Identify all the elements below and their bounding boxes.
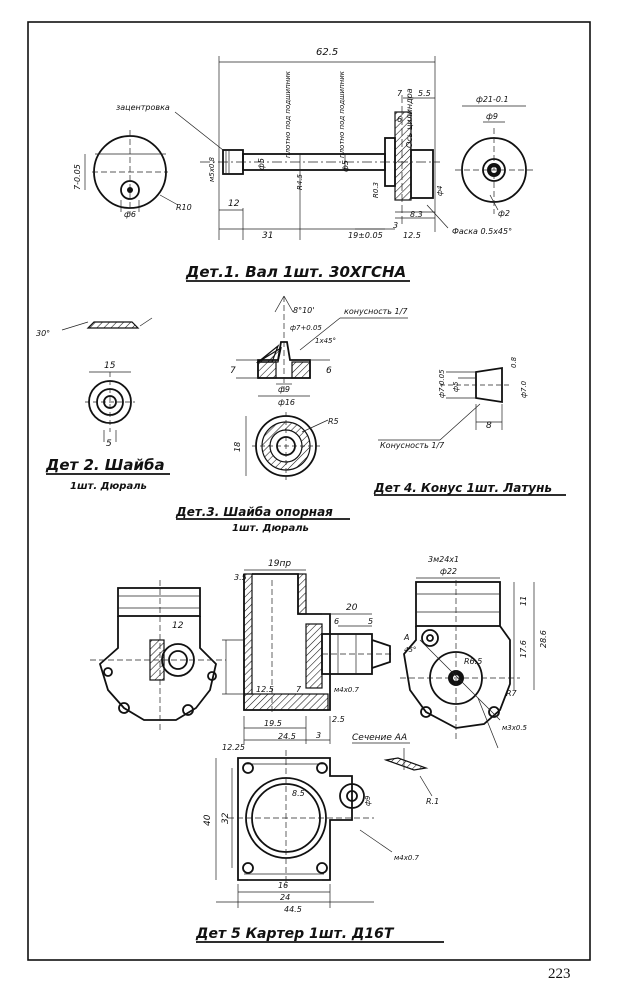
det5-dim-m3: м3x0.5	[502, 724, 528, 732]
det5-dim-3: 3	[316, 731, 321, 740]
det5-dim-19-5: 19.5	[264, 719, 282, 728]
det1-dim-r03: R0.3	[372, 182, 380, 198]
det5-dim-12: 12	[172, 621, 184, 631]
det1-chamfer: Фаска 0.5x45°	[452, 227, 512, 236]
det5-dim-m24: 3м24x1	[428, 555, 459, 564]
det1-dim-thread: м5x0.8	[208, 156, 216, 182]
det5-dim-r7: R7	[506, 689, 518, 698]
det1-dim-9: ф9	[486, 112, 498, 121]
det5-dim-28-6: 28.6	[539, 630, 548, 648]
det5-dim-24: 24	[280, 893, 290, 902]
det2-washer-group: 30° 15 5 Дет 2. Шайба 1шт. Дюраль	[36, 317, 170, 492]
det1-dim-8-3: 8.3	[410, 210, 423, 219]
det5-dim-20: 20	[346, 603, 358, 613]
drawing-frame	[27, 21, 591, 961]
det5-dim-r6-5: R6.5	[464, 657, 482, 666]
det5-dim-m4: м4x0.7	[334, 686, 360, 694]
det1-axis-note: Ось цилиндра	[405, 88, 414, 148]
det1-bearing-note-1: плотно под подшипник	[284, 70, 292, 158]
det3-dim-7top: ф7+0.05	[290, 324, 322, 332]
det1-bearing-note-2: плотно под подшипник	[338, 70, 346, 158]
det3-subcaption: 1шт. Дюраль	[232, 523, 309, 534]
det3-dim-16: ф16	[278, 398, 295, 407]
det5-dim-m4b: м4x0.7	[394, 854, 420, 862]
det1-dim-r10: R10	[176, 203, 192, 212]
det5-dim-24-5: 24.5	[278, 732, 296, 741]
det1-dim-12-5: 12.5	[403, 231, 421, 240]
det4-caption: Дет 4. Конус 1шт. Латунь	[373, 481, 552, 495]
det4-dim-8: 8	[486, 421, 492, 431]
det1-caption: Дет.1. Вал 1шт. 30ХГСНА	[185, 263, 406, 281]
det5-section-mark-a: А	[403, 633, 409, 642]
det5-dim-45: 45°	[404, 646, 416, 654]
det5-dim-5: 5	[368, 617, 373, 626]
det5-dim-40: 40	[203, 814, 213, 826]
det3-dim-9: ф9	[278, 385, 290, 394]
det2-dim-15: 15	[104, 361, 116, 371]
det5-dim-9: ф9	[364, 795, 372, 806]
det1-dim-3: 3	[393, 221, 398, 230]
det1-center-note: зацентровка	[116, 103, 170, 112]
det3-dim-7: 7	[230, 366, 236, 376]
page-number: 223	[548, 966, 571, 982]
det1-dim-21: ф21-0.1	[476, 95, 509, 104]
det3-caption: Дет.3. Шайба опорная	[175, 505, 333, 519]
det5-dim-12-25: 12.25	[222, 743, 245, 752]
det5-dim-16: 16	[278, 881, 288, 890]
det5-crankcase-group: 12 19пр 3.5 20 6 5 12.5 7 19.5 24.5 2.5	[90, 555, 548, 943]
det5-section-label: Сечение АА	[352, 733, 407, 743]
det5-dim-32: 32	[221, 812, 231, 824]
det1-dim-4: ф4	[436, 186, 444, 196]
det1-dim-6: ф6	[124, 210, 136, 219]
det2-subcaption: 1шт. Дюраль	[70, 481, 147, 492]
det5-dim-12-5: 12.5	[256, 685, 274, 694]
det1-dim-5a: ф5	[257, 158, 266, 170]
det1-shaft-group: 62.5 зацентровка плотно под подшипник пл…	[73, 47, 533, 282]
det5-caption: Дет 5 Картер 1шт. Д16Т	[195, 926, 395, 942]
det4-dim-0-8: 0.8	[510, 356, 518, 368]
det5-dim-22: ф22	[440, 567, 457, 576]
det5-dim-11: 11	[519, 596, 528, 606]
det5-dim-8-5: 8.5	[292, 789, 305, 798]
det3-dim-6: 6	[326, 366, 332, 376]
det4-taper: Конусность 1/7	[380, 441, 445, 450]
det1-dim-7b: 7	[397, 89, 403, 98]
det1-dim-6b: 6	[397, 115, 402, 124]
det1-dim-12: 12	[228, 199, 240, 209]
det1-dim-19: 19±0.05	[348, 231, 383, 240]
det5-dim-17-6: 17.6	[519, 640, 528, 658]
det3-dim-18: 18	[233, 442, 242, 452]
det5-dim-7: 7	[296, 685, 302, 694]
det1-dim-2: ф2	[498, 209, 510, 218]
det2-dim-5: 5	[106, 439, 112, 449]
det3-dim-r5: R5	[328, 417, 339, 426]
det1-dim-5b: ф5	[341, 160, 350, 172]
det1-dim-5-5: 5.5	[418, 89, 431, 98]
det3-chamfer: 1x45°	[315, 337, 336, 345]
det5-dim-r1: R.1	[426, 797, 439, 806]
det2-angle: 30°	[36, 329, 50, 338]
det1-overall-length: 62.5	[316, 47, 338, 58]
det5-dim-2-5: 2.5	[332, 715, 345, 724]
det4-cone-group: ф7-0.05 ф5 0.8 ф7.0 8 Конусность 1/7 Дет…	[373, 356, 566, 496]
det3-angle: 8°10'	[293, 306, 314, 315]
det5-dim-19: 19пр	[268, 559, 291, 569]
det2-caption: Дет 2. Шайба	[45, 456, 165, 474]
det5-dim-44-5: 44.5	[284, 905, 302, 914]
det5-dim-3-5: 3.5	[234, 573, 247, 582]
det1-dim-7: 7-0.05	[73, 164, 82, 190]
det1-dim-31: 31	[262, 231, 273, 241]
det5-dim-6: 6	[334, 617, 339, 626]
det4-dim-7-0: ф7.0	[520, 380, 528, 398]
det3-taper: конусность 1/7	[344, 307, 408, 316]
det3-support-washer-group: конусность 1/7 8°10' ф7+0.05 1x45° 7 6 ф…	[175, 295, 408, 534]
det1-dim-r45: R4.5	[296, 173, 304, 190]
det4-dim-7: ф7-0.05	[438, 369, 446, 398]
det4-dim-5: ф5	[452, 381, 460, 392]
